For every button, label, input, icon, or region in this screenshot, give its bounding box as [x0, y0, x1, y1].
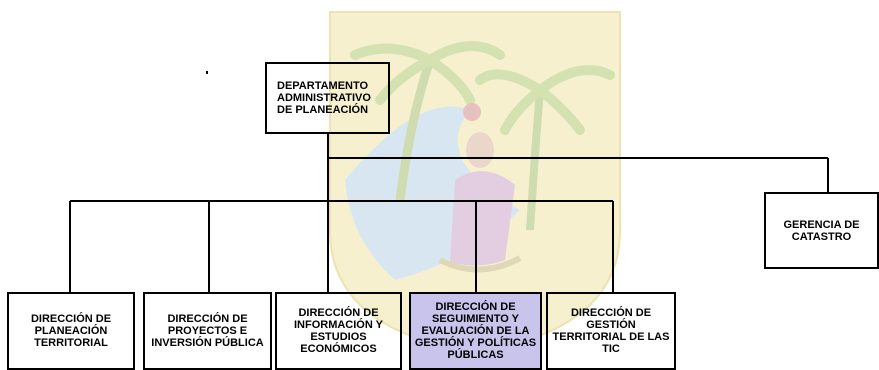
unit-label: DIRECCIÓN DE PLANEACIÓN TERRITORIAL — [30, 313, 112, 349]
root-department-label: DEPARTAMENTO ADMINISTRATIVO DE PLANEACIÓ… — [277, 80, 371, 116]
stray-dot — [206, 71, 208, 74]
root-department-box: DEPARTAMENTO ADMINISTRATIVO DE PLANEACIÓ… — [265, 62, 390, 134]
unit-box-informacion: DIRECCIÓN DE INFORMACIÓN Y ESTUDIOS ECON… — [275, 292, 402, 370]
unit-label: DIRECCIÓN DE INFORMACIÓN Y ESTUDIOS ECON… — [293, 307, 384, 355]
unit-box-gestion-tic: DIRECCIÓN DE GESTIÓN TERRITORIAL DE LAS … — [546, 292, 676, 370]
unit-label: DIRECCIÓN DE PROYECTOS E INVERSIÓN PÚBLI… — [151, 313, 264, 349]
unit-box-planeacion: DIRECCIÓN DE PLANEACIÓN TERRITORIAL — [7, 292, 135, 370]
side-unit-box: GERENCIA DE CATASTRO — [764, 192, 879, 269]
side-unit-label: GERENCIA DE CATASTRO — [783, 218, 860, 243]
unit-label: DIRECCIÓN DE SEGUIMIENTO Y EVALUACIÓN DE… — [414, 301, 537, 361]
unit-label: DIRECCIÓN DE GESTIÓN TERRITORIAL DE LAS … — [552, 307, 670, 355]
unit-box-proyectos: DIRECCIÓN DE PROYECTOS E INVERSIÓN PÚBLI… — [143, 292, 272, 370]
unit-box-seguimiento: DIRECCIÓN DE SEGUIMIENTO Y EVALUACIÓN DE… — [409, 292, 542, 370]
